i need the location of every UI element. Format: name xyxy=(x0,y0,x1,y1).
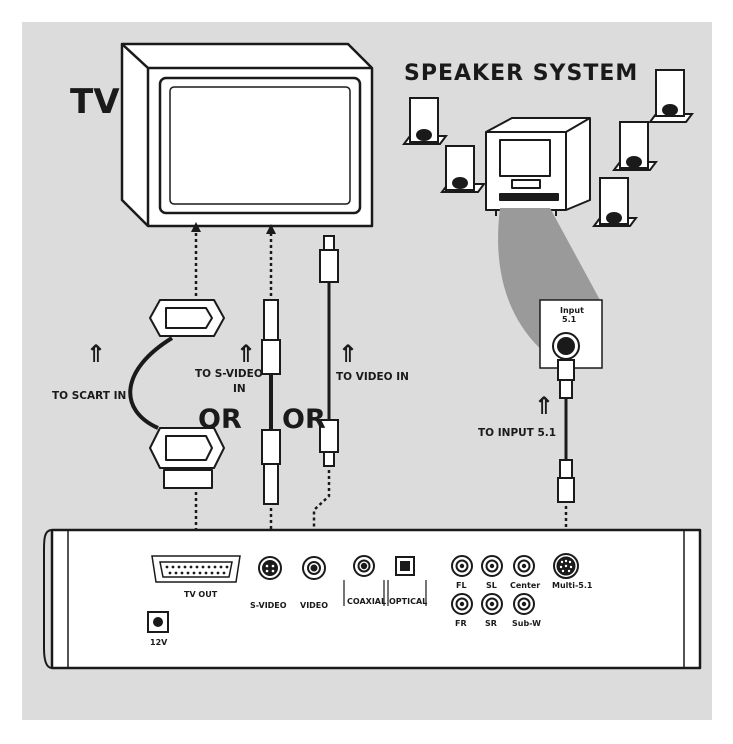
tv-out-scart-port xyxy=(151,555,241,583)
tv-title: TV xyxy=(70,82,120,122)
subwoofer-input-label-2: 5.1 xyxy=(562,315,577,324)
audio-out-port-centres xyxy=(459,563,527,607)
speaker-front-left xyxy=(402,97,448,145)
video-cable xyxy=(319,235,339,467)
fr-label: FR xyxy=(455,619,467,628)
coaxial-port xyxy=(343,555,385,606)
scart-up-arrow: ⇑ xyxy=(86,340,106,368)
multi51-pins xyxy=(559,559,573,573)
tv-set xyxy=(120,42,374,228)
sl-label: SL xyxy=(486,581,497,590)
tv-out-label: TV OUT xyxy=(184,590,218,599)
scart-tv-arrowhead xyxy=(191,222,201,232)
video-panel-dotted xyxy=(312,470,331,548)
to-video-in-label: TO VIDEO IN xyxy=(336,371,409,383)
multi51-cable xyxy=(557,359,575,503)
or-separator-right: OR xyxy=(282,404,326,435)
fl-label: FL xyxy=(456,581,467,590)
power-12v-port xyxy=(147,611,169,633)
svideo-tv-arrowhead xyxy=(266,224,276,234)
coaxial-label: COAXIAL xyxy=(347,597,386,606)
to-svideo-in-label: TO S-VIDEO xyxy=(195,368,263,380)
sr-label: SR xyxy=(485,619,497,628)
audio-out-ports xyxy=(451,555,535,615)
svideo-port xyxy=(258,556,282,580)
to-scart-in-label: TO SCART IN xyxy=(52,390,126,402)
optical-label: OPTICAL xyxy=(389,597,427,606)
video-label: VIDEO xyxy=(300,601,328,610)
multi51-label: Multi-5.1 xyxy=(552,581,593,590)
scart-cable xyxy=(128,299,225,489)
multi51-up-arrow: ⇑ xyxy=(534,392,554,420)
subwoofer-input-callout xyxy=(539,299,603,369)
center-label: Center xyxy=(510,581,540,590)
power-12v-label: 12V xyxy=(150,638,168,647)
to-svideo-in-label-2: IN xyxy=(233,383,246,395)
speaker-front-right xyxy=(648,69,694,123)
subwoofer xyxy=(485,117,591,216)
svideo-up-arrow: ⇑ xyxy=(236,340,256,368)
or-separator-left: OR xyxy=(198,404,242,435)
scart-pins xyxy=(165,565,229,575)
speaker-surround-right xyxy=(592,177,638,227)
speaker-surround-left xyxy=(440,145,486,193)
speaker-system-title: SPEAKER SYSTEM xyxy=(404,61,638,86)
speaker-center xyxy=(612,121,658,171)
svideo-label: S-VIDEO xyxy=(250,601,287,610)
video-up-arrow: ⇑ xyxy=(338,340,358,368)
subw-label: Sub-W xyxy=(512,619,541,628)
svideo-cable xyxy=(261,299,281,505)
optical-port xyxy=(387,556,427,606)
subwoofer-input-label: Input xyxy=(560,306,584,315)
video-port xyxy=(302,556,326,580)
to-input-51-label: TO INPUT 5.1 xyxy=(478,427,556,439)
